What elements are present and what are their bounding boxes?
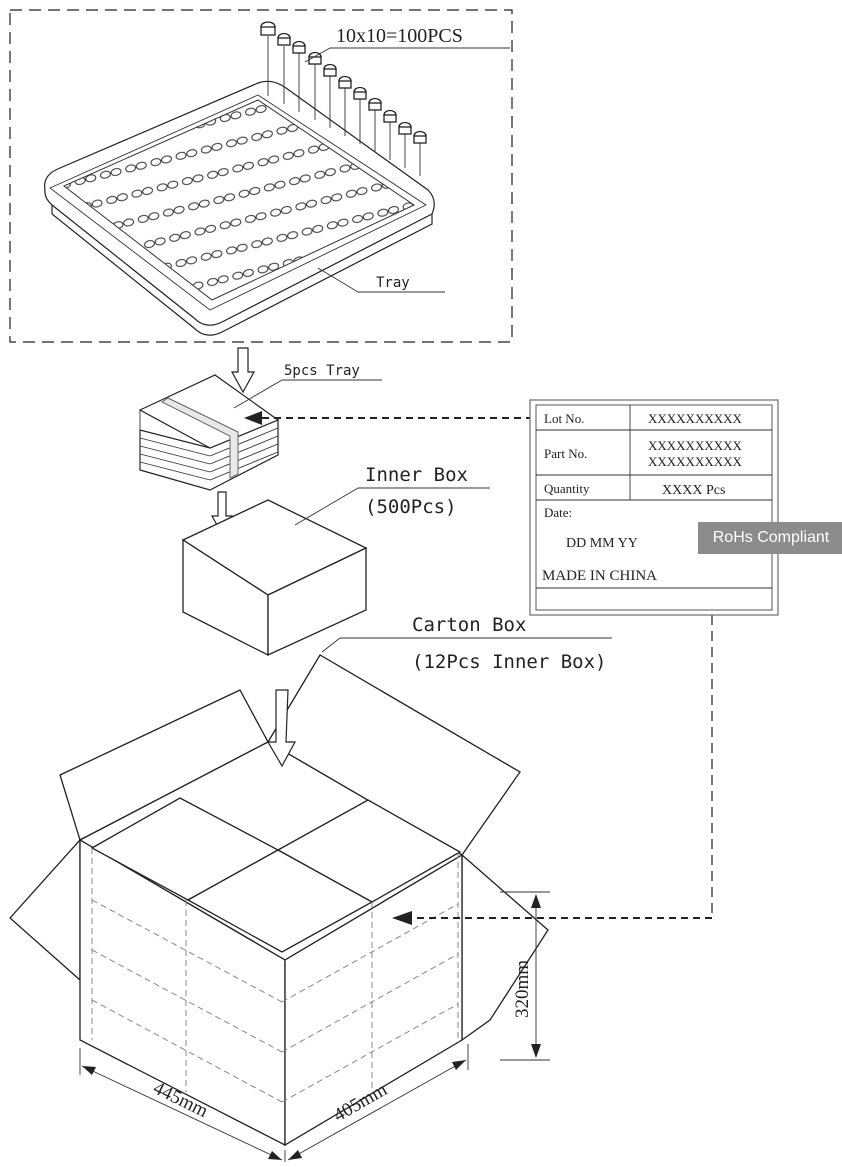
lot-label: Lot No. (544, 411, 584, 426)
dimension-lines (79, 891, 550, 1162)
pin-row (260, 21, 427, 176)
stack-label: 5pcs Tray (284, 363, 360, 379)
inner-box (181, 499, 368, 657)
origin-text: MADE IN CHINA (542, 568, 657, 584)
part-label: Part No. (544, 446, 587, 461)
quantity-label: Quantity (544, 481, 590, 496)
hollow-arrow-1 (230, 347, 256, 394)
count-label: 10x10=100PCS (336, 25, 463, 47)
carton-box (9, 654, 549, 1147)
tray-section-border (9, 9, 513, 343)
part-value-1: XXXXXXXXXX (648, 438, 742, 453)
carton-box-qty: (12Pcs Inner Box) (412, 651, 606, 673)
inner-box-title: Inner Box (365, 464, 468, 486)
tray-stack (138, 374, 280, 491)
carton-box-title: Carton Box (412, 614, 526, 636)
lot-value: XXXXXXXXXX (648, 411, 742, 426)
rohs-badge: RoHs Compliant (698, 522, 842, 554)
quantity-value: XXXX Pcs (662, 483, 725, 498)
height-dimension: 320mm (512, 960, 533, 1018)
tray-label: Tray (376, 275, 410, 291)
part-value-2: XXXXXXXXXX (648, 454, 742, 469)
tray-drawing (43, 80, 435, 336)
date-label: Date: (544, 505, 572, 520)
inner-box-qty: (500Pcs) (365, 496, 457, 518)
product-label-card: Lot No. XXXXXXXXXX Part No. XXXXXXXXXX X… (529, 399, 779, 616)
date-format: DD MM YY (566, 536, 638, 551)
